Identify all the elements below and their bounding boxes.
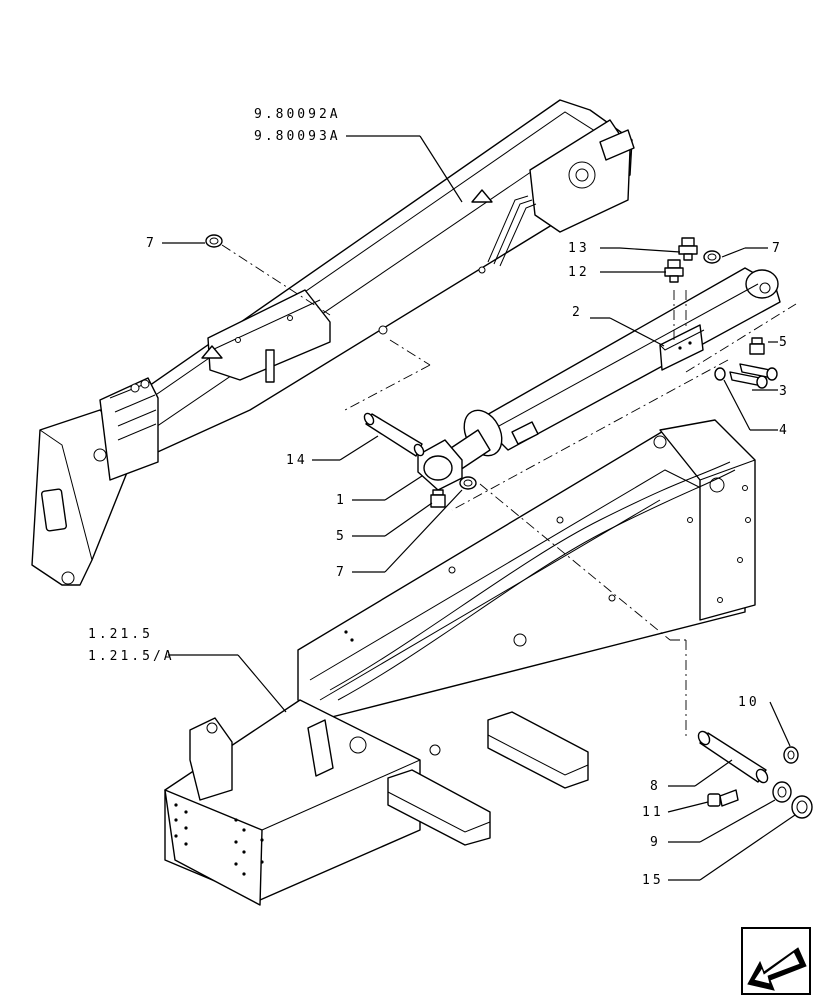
plug-5-lower xyxy=(430,489,446,508)
ref-label-frame-1: 1.21.5 xyxy=(88,627,153,642)
fitting-13 xyxy=(678,237,698,261)
washer-15 xyxy=(791,795,813,819)
leader-lines xyxy=(162,135,796,881)
nut-10 xyxy=(783,746,799,764)
chassis-frame xyxy=(164,419,756,906)
telescopic-boom xyxy=(31,99,635,586)
part-label-11: 11 xyxy=(642,805,664,820)
part-label-7-lower: 7 xyxy=(336,565,347,580)
part-label-7-right: 7 xyxy=(772,241,783,256)
part-label-4: 4 xyxy=(779,423,790,438)
ref-label-boom-1: 9.80092A xyxy=(254,107,341,122)
part-label-12: 12 xyxy=(568,265,590,280)
ref-label-frame-2: 1.21.5/A xyxy=(88,649,175,664)
bolts-3 xyxy=(729,363,778,389)
callout-labels: 9.80092A 9.80093A 7 13 12 7 2 5 3 4 14 1… xyxy=(88,107,790,888)
small-parts xyxy=(205,234,813,819)
pin-14 xyxy=(363,412,425,457)
lift-cylinder xyxy=(417,267,781,491)
bolt-11 xyxy=(707,789,739,807)
o-ring-right xyxy=(703,250,721,264)
page-nav-arrow[interactable] xyxy=(741,927,811,995)
washer-9 xyxy=(772,781,792,803)
part-label-10: 10 xyxy=(738,695,760,710)
part-label-5-right: 5 xyxy=(779,335,790,350)
part-label-3: 3 xyxy=(779,384,790,399)
pin-8 xyxy=(697,730,769,784)
plug-5-right xyxy=(749,337,765,355)
washer-4 xyxy=(714,367,726,381)
part-label-2: 2 xyxy=(572,305,583,320)
part-label-15: 15 xyxy=(642,873,664,888)
alignment-lines xyxy=(221,244,797,740)
arrow-down-left-icon xyxy=(747,947,807,991)
rivet-pattern xyxy=(174,630,354,876)
part-label-14: 14 xyxy=(286,453,308,468)
part-label-1: 1 xyxy=(336,493,347,508)
o-ring-left xyxy=(205,234,223,248)
ref-label-boom-2: 9.80093A xyxy=(254,129,341,144)
part-label-5-left: 5 xyxy=(336,529,347,544)
part-label-8: 8 xyxy=(650,779,661,794)
part-label-13: 13 xyxy=(568,241,590,256)
o-ring-lower xyxy=(459,476,477,490)
fitting-12 xyxy=(664,259,684,283)
part-label-7-left: 7 xyxy=(146,236,157,251)
part-label-9: 9 xyxy=(650,835,661,850)
